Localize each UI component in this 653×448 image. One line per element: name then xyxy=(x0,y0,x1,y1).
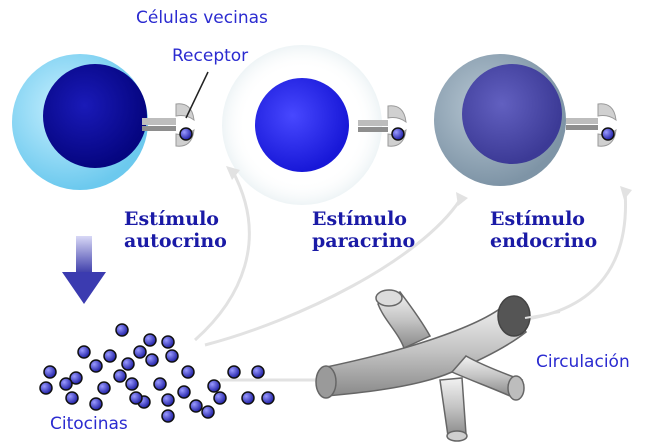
cytokine-dot xyxy=(207,379,221,393)
endocrine-cell xyxy=(434,54,566,186)
cytokine-dot xyxy=(77,345,91,359)
cytokine-dot xyxy=(103,349,117,363)
down-arrow-icon xyxy=(62,236,106,304)
autocrine-flow-arrow xyxy=(194,169,251,342)
flow-arrows xyxy=(194,169,628,382)
receptor-label: Receptor xyxy=(172,46,249,66)
cytokine-dot xyxy=(161,393,175,407)
cytokine-dot xyxy=(161,335,175,349)
cytokine-dot xyxy=(97,381,111,395)
cytokine-dot xyxy=(213,391,227,405)
cytokine-dot xyxy=(241,391,255,405)
cytokine-dot xyxy=(125,377,139,391)
cytokine-dot xyxy=(153,377,167,391)
cytokine-dot xyxy=(69,371,83,385)
endocrine-label: Estímulo endocrino xyxy=(490,208,597,252)
autocrine-label-line2: autocrino xyxy=(124,230,227,252)
receptor-pointer-line xyxy=(185,71,209,119)
paracrine-label-line2: paracrino xyxy=(312,230,416,252)
cytokine-dot xyxy=(39,381,53,395)
endocrine-receptor-icon xyxy=(566,103,617,147)
cytokine-dot xyxy=(251,365,265,379)
circulation-label: Circulación xyxy=(536,352,630,372)
autocrine-label: Estímulo autocrino xyxy=(124,208,227,252)
cytokine-dot xyxy=(115,323,129,337)
neighbor-cells-label: Células vecinas xyxy=(136,8,268,28)
circulation-pointer xyxy=(524,311,561,319)
paracrine-label-line1: Estímulo xyxy=(312,208,407,230)
cytokine-dot xyxy=(165,349,179,363)
cytokines-label: Citocinas xyxy=(50,414,128,434)
cytokine-particles xyxy=(39,323,275,423)
endocrine-label-line2: endocrino xyxy=(490,230,598,252)
endocrine-label-line1: Estímulo xyxy=(490,208,585,230)
cytokine-dot xyxy=(133,345,147,359)
autocrine-receptor-icon xyxy=(142,103,195,147)
cytokine-dot xyxy=(145,353,159,367)
cytokine-dot xyxy=(59,377,73,391)
cytokine-dot xyxy=(89,359,103,373)
blood-vessel-icon xyxy=(315,289,531,442)
cytokine-dot xyxy=(121,357,135,371)
cytokine-dot xyxy=(65,391,79,405)
cytokine-dot xyxy=(261,391,275,405)
autocrine-label-line1: Estímulo xyxy=(124,208,219,230)
paracrine-cell xyxy=(255,78,349,172)
paracrine-receptor-icon xyxy=(358,105,407,147)
cytokine-dot xyxy=(201,405,215,419)
cytokine-dot xyxy=(161,409,175,423)
cytokine-dot xyxy=(177,385,191,399)
cytokine-dot xyxy=(181,365,195,379)
cytokine-dot xyxy=(227,365,241,379)
cytokine-dot xyxy=(89,397,103,411)
cytokine-dot xyxy=(43,365,57,379)
paracrine-flow-arrow xyxy=(204,199,462,347)
cytokine-dot xyxy=(113,369,127,383)
cytokine-dot xyxy=(129,391,143,405)
cytokine-dot xyxy=(143,333,157,347)
paracrine-label: Estímulo paracrino xyxy=(312,208,415,252)
autocrine-cell xyxy=(12,54,148,190)
cytokine-dot xyxy=(189,399,203,413)
